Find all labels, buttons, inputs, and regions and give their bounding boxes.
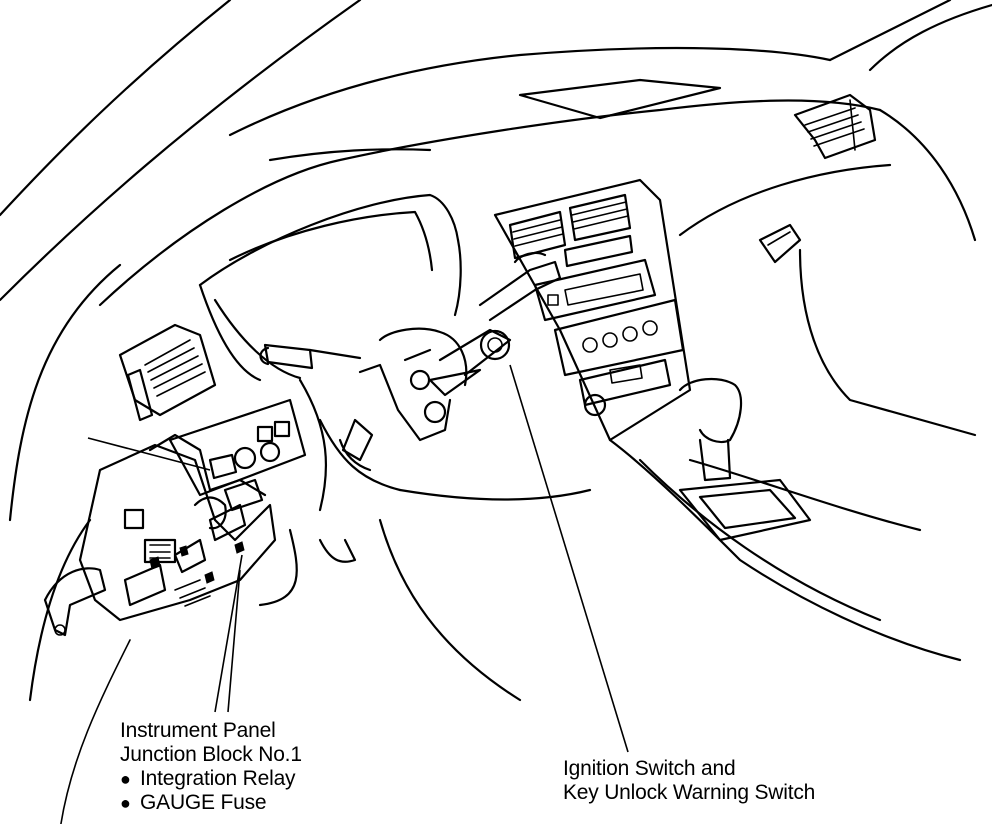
windshield-edge bbox=[228, 0, 992, 137]
lower-dash bbox=[258, 378, 592, 702]
junction-block bbox=[43, 433, 277, 637]
integration-relay-label: Integration Relay bbox=[140, 767, 296, 790]
dash-top bbox=[98, 78, 977, 307]
gear-shifter bbox=[608, 377, 962, 662]
wiper-stalk bbox=[259, 343, 362, 370]
ignition-switch-callout: Ignition Switch and Key Unlock Warning S… bbox=[563, 757, 815, 805]
callout-line-1: Ignition Switch and bbox=[563, 757, 736, 780]
gauge-fuse-label: GAUGE Fuse bbox=[140, 791, 267, 814]
center-stack bbox=[493, 178, 692, 442]
right-vent bbox=[793, 93, 877, 160]
callout-bullet-2: GAUGE Fuse bbox=[120, 791, 302, 815]
switch-panel bbox=[168, 398, 307, 497]
leader-lines bbox=[87, 364, 629, 753]
callout-bullet-1: Integration Relay bbox=[120, 767, 302, 791]
ignition-switch-assembly bbox=[358, 251, 562, 442]
junction-block-callout: Instrument Panel Junction Block No.1 Int… bbox=[120, 719, 302, 815]
callout-line-2: Junction Block No.1 bbox=[120, 743, 302, 766]
callout-line-2: Key Unlock Warning Switch bbox=[563, 781, 816, 804]
glovebox bbox=[678, 163, 977, 437]
callout-line-1: Instrument Panel bbox=[120, 719, 276, 742]
left-vent bbox=[118, 323, 217, 422]
instrument-cluster bbox=[198, 193, 462, 382]
a-pillar bbox=[0, 0, 362, 824]
